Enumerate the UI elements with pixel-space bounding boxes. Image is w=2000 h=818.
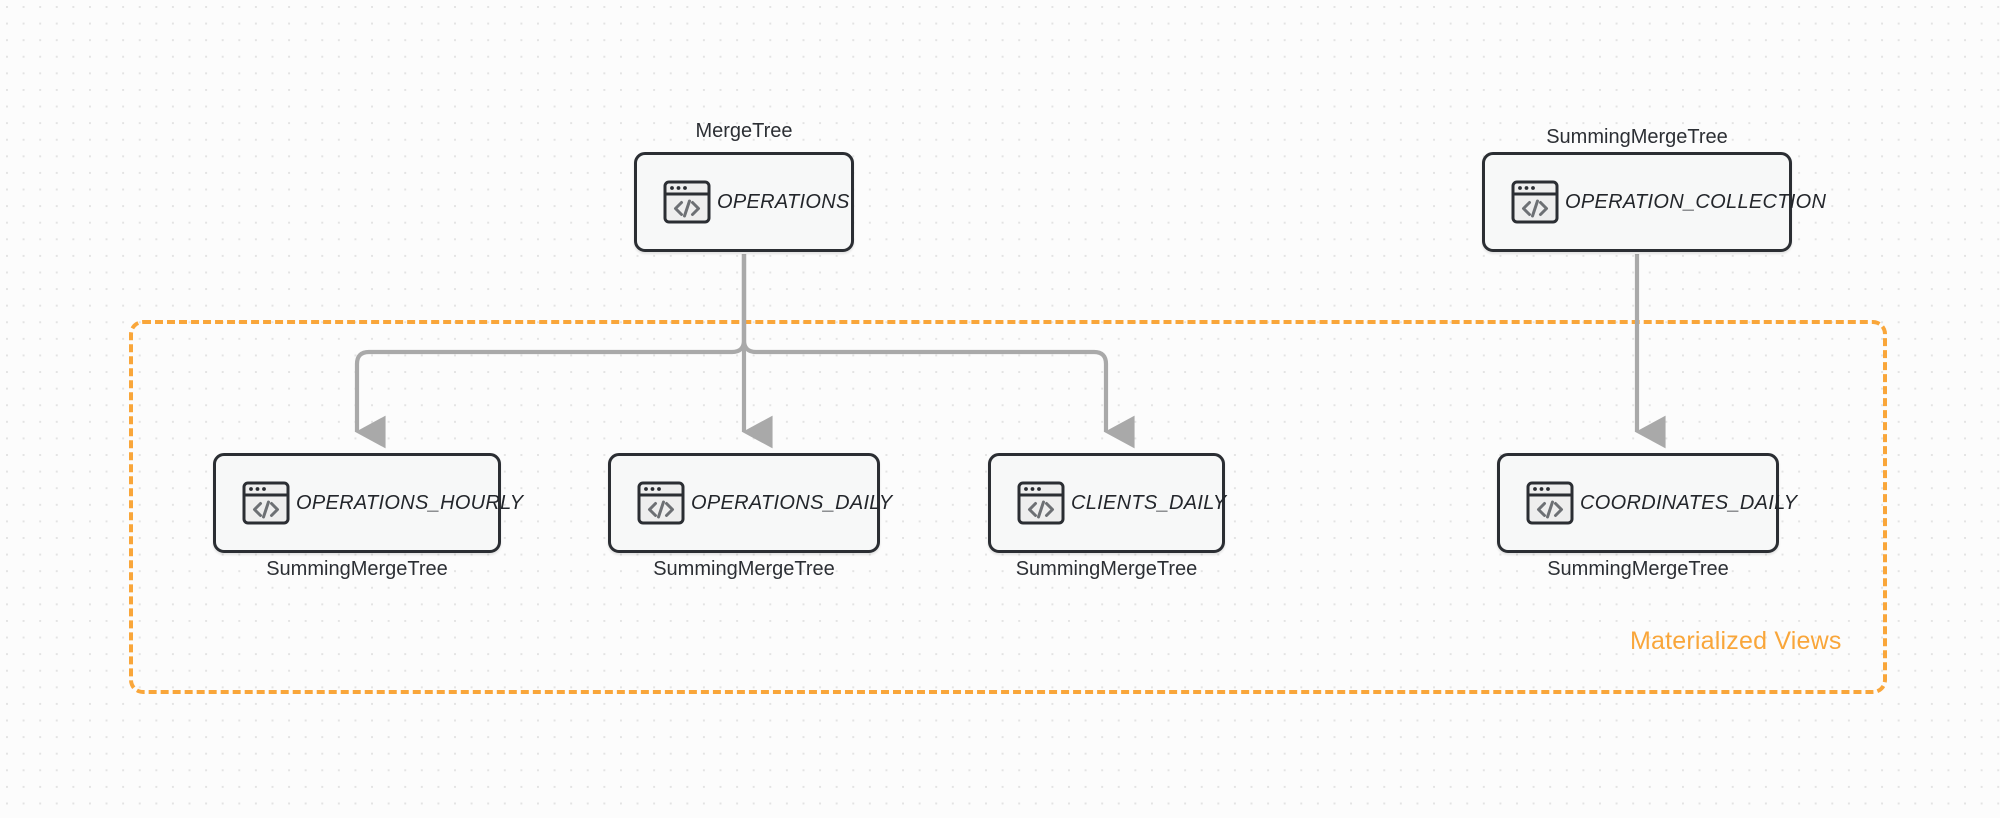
code-window-icon — [663, 180, 711, 224]
node-coordinates-daily[interactable]: COORDINATES_DAILY — [1497, 453, 1797, 553]
materialized-views-group-label: Materialized Views — [1630, 627, 1842, 655]
code-window-icon — [1511, 180, 1559, 224]
node-operations-hourly-label: OPERATIONS_HOURLY — [296, 491, 524, 514]
caption-coordinates-daily-engine: SummingMergeTree — [1547, 558, 1729, 580]
caption-operations-hourly-engine: SummingMergeTree — [266, 558, 448, 580]
code-window-icon — [1526, 481, 1574, 525]
node-clients-daily-label: CLIENTS_DAILY — [1071, 491, 1227, 514]
code-window-icon — [1017, 481, 1065, 525]
code-window-icon — [242, 481, 290, 525]
caption-clients-daily-engine: SummingMergeTree — [1015, 558, 1198, 580]
node-operations-daily[interactable]: OPERATIONS_DAILY — [608, 453, 892, 553]
caption-operations-engine: MergeTree — [695, 120, 793, 142]
node-operations-hourly[interactable]: OPERATIONS_HOURLY — [213, 453, 523, 553]
node-operation-collection-label: OPERATION_COLLECTION — [1565, 190, 1827, 213]
node-operations[interactable]: OPERATIONS — [634, 152, 854, 252]
caption-operations-daily-engine: SummingMergeTree — [653, 558, 835, 580]
code-window-icon — [637, 481, 685, 525]
caption-operation-collection-engine: SummingMergeTree — [1546, 126, 1728, 148]
node-clients-daily[interactable]: CLIENTS_DAILY — [988, 453, 1226, 553]
node-operations-label: OPERATIONS — [717, 190, 850, 213]
node-operations-daily-label: OPERATIONS_DAILY — [691, 491, 893, 514]
node-operation-collection[interactable]: OPERATION_COLLECTION — [1482, 152, 1826, 252]
node-coordinates-daily-label: COORDINATES_DAILY — [1580, 491, 1798, 514]
